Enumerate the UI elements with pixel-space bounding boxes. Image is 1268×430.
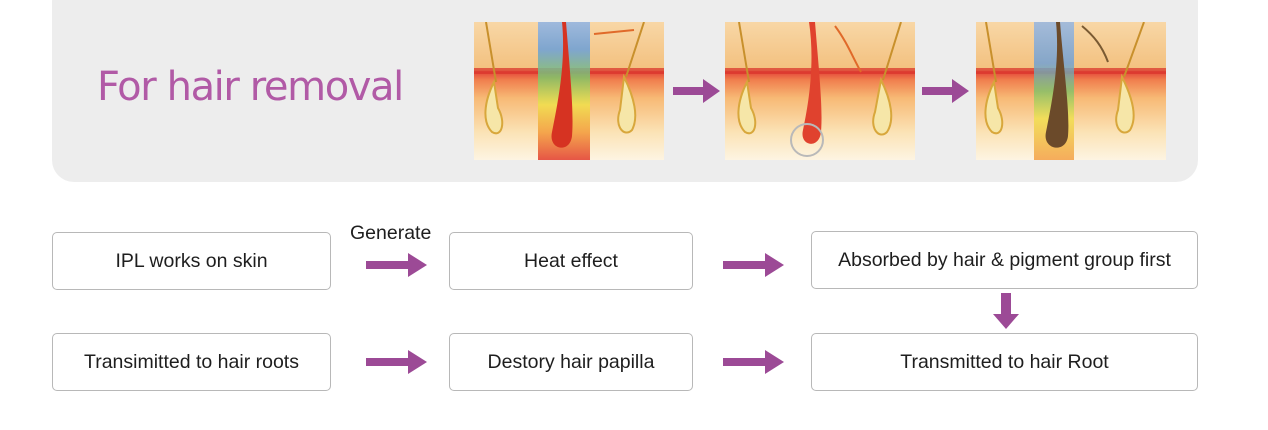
- arrow-down-icon: [993, 293, 1019, 329]
- banner-title: For hair removal: [97, 64, 404, 110]
- arrow-right-icon: [366, 253, 427, 277]
- step-transmitted-to-hair-root: Transmitted to hair Root: [811, 333, 1198, 391]
- arrow-right-icon: [723, 350, 784, 374]
- arrow-right-icon: [366, 350, 427, 374]
- hair-illustration-heat-transfer: [725, 22, 915, 160]
- hair-illustration-follicle-destroyed: [976, 22, 1166, 160]
- arrow-right-icon: [723, 253, 784, 277]
- generate-label: Generate: [350, 222, 432, 244]
- hair-illustration-light-absorption: [474, 22, 664, 160]
- arrow-right-icon: [922, 79, 969, 103]
- step-heat-effect: Heat effect: [449, 232, 693, 290]
- step-ipl-works-on-skin: IPL works on skin: [52, 232, 331, 290]
- step-transmitted-to-hair-roots: Transimitted to hair roots: [52, 333, 331, 391]
- arrow-right-icon: [673, 79, 720, 103]
- step-destroy-hair-papilla: Destory hair papilla: [449, 333, 693, 391]
- step-absorbed-by-hair: Absorbed by hair & pigment group first: [811, 231, 1198, 289]
